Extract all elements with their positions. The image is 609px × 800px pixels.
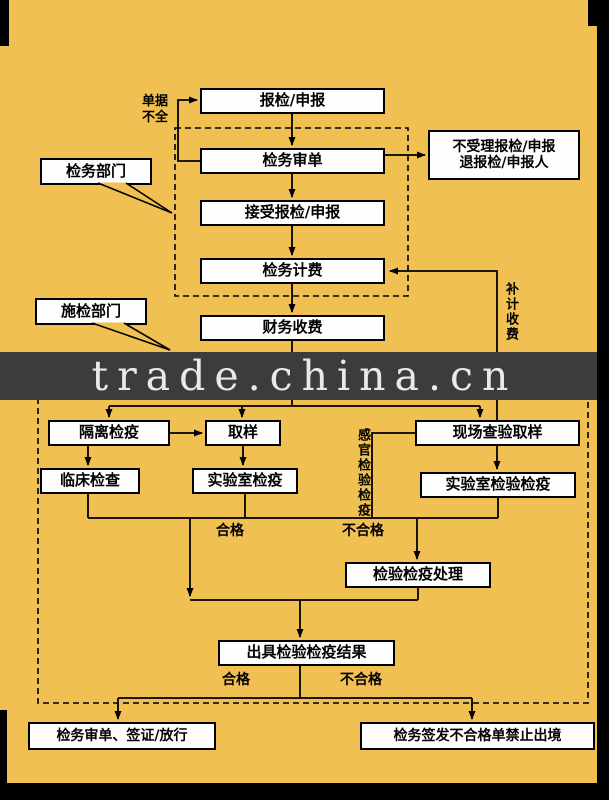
- callout-implementation-dept-label: 施检部门: [60, 301, 121, 320]
- node-billing-label: 检务计费: [262, 261, 323, 280]
- node-onsite: 现场查验取样: [415, 420, 580, 446]
- label-pass-mid: 合格: [216, 523, 244, 539]
- scan-edge-bottom-left: [0, 710, 7, 800]
- node-treatment-label: 检验检疫处理: [372, 565, 463, 584]
- node-reject: 不受理报检/申报 退报检/申报人: [428, 130, 580, 180]
- node-forbid-label: 检务签发不合格单禁止出境: [393, 727, 562, 744]
- node-lab-inspection: 实验室检验检疫: [420, 472, 576, 498]
- scan-edge-bottom: [0, 783, 609, 800]
- node-lab-quarantine: 实验室检疫: [192, 468, 298, 494]
- node-result: 出具检验检疫结果: [218, 640, 395, 666]
- node-billing: 检务计费: [200, 258, 385, 284]
- node-accept-label: 接受报检/申报: [244, 203, 341, 222]
- label-pass-bottom: 合格: [222, 672, 250, 688]
- node-clinical-label: 临床检查: [59, 471, 120, 490]
- scan-edge-top-left: [0, 0, 9, 46]
- node-sampling-label: 取样: [227, 423, 258, 442]
- node-review: 检务审单: [200, 148, 385, 174]
- callout-implementation-dept: 施检部门: [35, 298, 147, 325]
- label-incomplete-docs: 单据不全: [142, 94, 169, 125]
- node-isolation: 隔离检疫: [48, 420, 170, 446]
- node-reject-line1: 不受理报检/申报: [452, 138, 556, 155]
- node-clinical: 临床检查: [40, 468, 140, 494]
- watermark-band: trade.china.cn: [0, 352, 609, 400]
- callout-inspection-dept-label: 检务部门: [65, 161, 126, 180]
- node-declare: 报检/申报: [200, 88, 385, 114]
- node-release: 检务审单、签证/放行: [28, 722, 216, 750]
- node-lab-inspection-label: 实验室检验检疫: [445, 475, 551, 494]
- node-reject-line2: 退报检/申报人: [459, 155, 549, 171]
- node-isolation-label: 隔离检疫: [78, 423, 139, 442]
- node-accept: 接受报检/申报: [200, 200, 385, 226]
- node-sampling: 取样: [205, 420, 281, 446]
- node-finance: 财务收费: [200, 315, 385, 341]
- node-lab-quarantine-label: 实验室检疫: [207, 471, 283, 490]
- node-forbid: 检务签发不合格单禁止出境: [360, 722, 595, 750]
- node-finance-label: 财务收费: [262, 318, 323, 337]
- label-sensory-inspection: 感官检验检疫: [355, 428, 370, 518]
- label-fail-mid: 不合格: [342, 523, 384, 539]
- node-treatment: 检验检疫处理: [345, 562, 491, 588]
- node-declare-label: 报检/申报: [259, 91, 326, 110]
- label-extra-billing: 补计收费: [503, 282, 518, 342]
- callout-inspection-dept: 检务部门: [40, 158, 152, 185]
- scan-edge-top-right: [588, 0, 609, 26]
- node-onsite-label: 现场查验取样: [452, 423, 543, 442]
- node-result-label: 出具检验检疫结果: [246, 643, 367, 662]
- label-fail-bottom: 不合格: [340, 672, 382, 688]
- watermark-text: trade.china.cn: [91, 352, 518, 400]
- scan-edge-right: [597, 0, 609, 800]
- node-review-label: 检务审单: [262, 151, 323, 170]
- node-release-label: 检务审单、签证/放行: [56, 727, 188, 744]
